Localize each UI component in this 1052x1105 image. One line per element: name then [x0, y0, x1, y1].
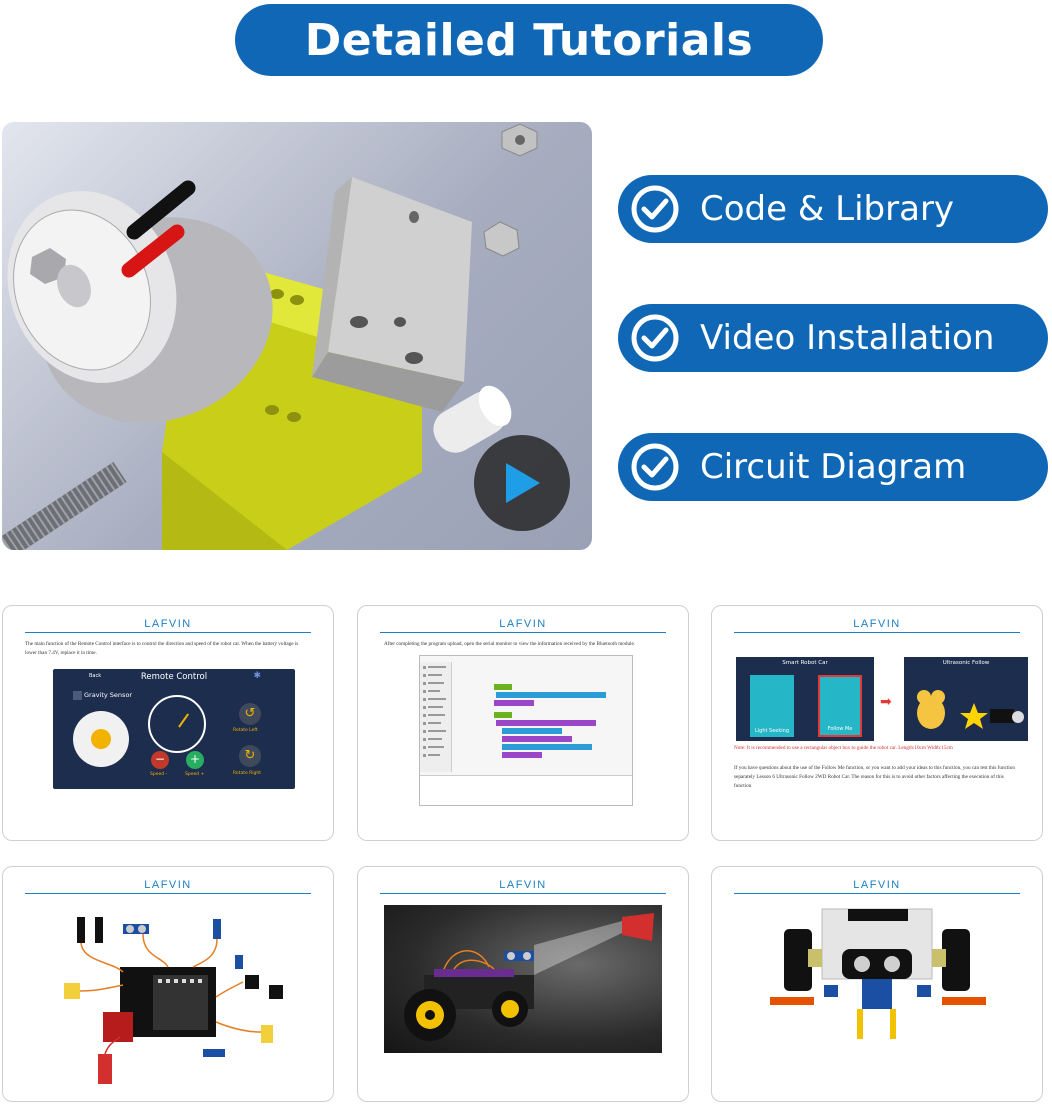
divider	[25, 893, 311, 894]
rotate-right-label: Rotate Right	[233, 771, 262, 776]
card-paragraph-text: If you have questions about the use of t…	[734, 765, 1015, 789]
robot-car-photo	[384, 905, 662, 1053]
mouse-and-car-illustration	[917, 690, 1024, 729]
joystick	[73, 711, 129, 767]
feature-code-library: Code & Library	[618, 175, 1048, 243]
card-intro-text: After completing the program upload, ope…	[384, 641, 636, 647]
check-circle-icon	[631, 443, 679, 491]
remote-control-screen: Back Remote Control ✱ Gravity Sensor − +…	[53, 669, 295, 789]
tutorial-card-circuit-diagram[interactable]: LAFVIN	[2, 866, 334, 1102]
brand-logo: LAFVIN	[499, 618, 547, 630]
circuit-diagram-illustration	[64, 917, 283, 1084]
feature-label: Code & Library	[700, 189, 955, 229]
divider	[734, 632, 1020, 633]
speed-minus-label: Speed -	[150, 772, 168, 777]
brand-logo: LAFVIN	[499, 879, 547, 891]
screen-title: Remote Control	[140, 672, 208, 682]
code-blocks	[494, 684, 606, 758]
tutorial-card-follow-me[interactable]: LAFVIN Smart Robot Car Light Seeking Fol…	[711, 605, 1043, 841]
serial-monitor-panel	[420, 775, 632, 805]
speedometer-dial	[148, 695, 206, 753]
divider	[734, 893, 1020, 894]
tutorial-card-light-seeking[interactable]: LAFVIN	[357, 866, 689, 1102]
feature-label: Video Installation	[700, 318, 995, 358]
speed-minus-button: −	[151, 751, 169, 769]
follow-me-tile: Follow Me	[818, 675, 862, 737]
rotate-left-icon: ↺	[239, 703, 261, 725]
page-title: Detailed Tutorials	[235, 4, 823, 76]
gravity-sensor-checkbox	[73, 691, 82, 700]
motor-illustration	[2, 123, 538, 550]
arrow-right-icon: ➡	[880, 694, 892, 710]
app-screen-follow: Ultrasonic Follow	[904, 657, 1028, 741]
brand-logo: LAFVIN	[853, 879, 901, 891]
app-title: Smart Robot Car	[782, 660, 828, 666]
play-icon	[506, 463, 540, 503]
check-circle-icon	[631, 314, 679, 362]
robot-car-illustration	[404, 913, 654, 1041]
rotate-right-icon: ↻	[239, 745, 261, 767]
divider	[25, 632, 311, 633]
bluetooth-icon: ✱	[253, 671, 261, 681]
feature-circuit-diagram: Circuit Diagram	[618, 433, 1048, 501]
speed-plus-label: Speed +	[185, 772, 205, 777]
brand-logo: LAFVIN	[853, 618, 901, 630]
tutorial-card-serial-monitor[interactable]: LAFVIN After completing the program uplo…	[357, 605, 689, 841]
check-circle-icon	[631, 185, 679, 233]
back-label: Back	[89, 673, 102, 679]
rotate-left-label: Rotate Left	[233, 728, 258, 733]
tutorial-card-remote-control[interactable]: LAFVIN The main function of the Remote C…	[2, 605, 334, 841]
gravity-sensor-label: Gravity Sensor	[84, 691, 133, 699]
page-title-text: Detailed Tutorials	[304, 14, 754, 66]
brand-logo: LAFVIN	[144, 618, 192, 630]
joystick-knob	[91, 729, 111, 749]
editor-sidebar	[420, 662, 452, 772]
divider	[380, 893, 666, 894]
video-preview[interactable]	[2, 122, 592, 550]
feature-label: Circuit Diagram	[700, 447, 967, 487]
car-front-illustration	[770, 908, 986, 1039]
tutorial-card-line-tracking[interactable]: LAFVIN	[711, 866, 1043, 1102]
category-list	[423, 666, 446, 757]
divider	[380, 632, 666, 633]
light-seeking-tile: Light Seeking	[750, 675, 794, 737]
card-intro-text: The main function of the Remote Control …	[25, 641, 299, 656]
follow-screen-title: Ultrasonic Follow	[942, 660, 990, 666]
speed-plus-button: +	[186, 751, 204, 769]
dial-needle	[178, 713, 189, 728]
code-editor-screenshot	[419, 655, 633, 806]
light-seeking-label: Light Seeking	[754, 728, 790, 734]
feature-video-installation: Video Installation	[618, 304, 1048, 372]
app-screen-main: Smart Robot Car Light Seeking Follow Me	[736, 657, 874, 741]
card-note-text: Note: It is recommended to use a rectang…	[734, 745, 953, 751]
play-button[interactable]	[474, 435, 570, 531]
brand-logo: LAFVIN	[144, 879, 192, 891]
follow-me-label: Follow Me	[827, 726, 853, 732]
